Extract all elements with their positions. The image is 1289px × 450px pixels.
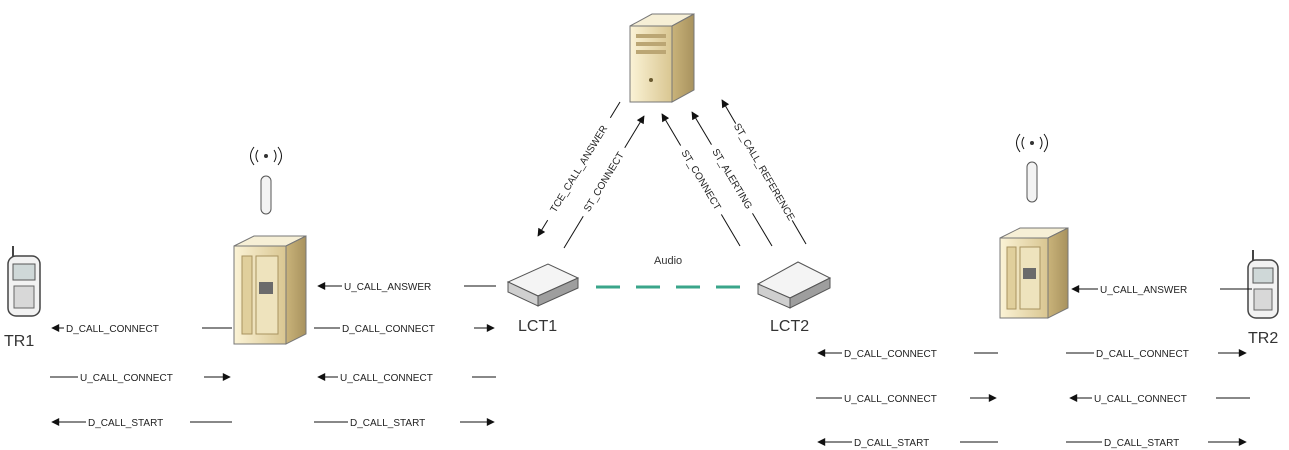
message-label: U_CALL_CONNECT [80, 373, 173, 384]
mobile-phone-icon [7, 246, 41, 317]
message-arrow: D_CALL_CONNECT [1066, 346, 1247, 360]
message-label: D_CALL_CONNECT [844, 349, 937, 360]
message-label: D_CALL_START [854, 438, 929, 449]
message-arrow: U_CALL_CONNECT [50, 370, 231, 384]
message-arrow: D_CALL_CONNECT [817, 346, 998, 360]
audio-label: Audio [654, 255, 682, 267]
message-label: U_CALL_CONNECT [844, 394, 937, 405]
message-arrow: D_CALL_CONNECT [51, 321, 232, 335]
router-icon [506, 263, 580, 307]
message-arrow: U_CALL_ANSWER [1071, 282, 1252, 296]
message-label: ST_CALL_REFERENCE [731, 122, 796, 223]
base-station-icon [999, 227, 1069, 319]
lct1-label: LCT1 [518, 318, 557, 335]
router-icon [756, 261, 832, 309]
message-arrow: D_CALL_START [817, 435, 998, 449]
antenna-icon [1016, 133, 1048, 203]
message-arrow: U_CALL_CONNECT [1069, 391, 1250, 405]
base-station-icon [233, 235, 307, 345]
message-arrow: U_CALL_CONNECT [816, 391, 997, 405]
mobile-phone-icon [1247, 250, 1279, 319]
message-label: U_CALL_CONNECT [340, 373, 433, 384]
server-icon [629, 13, 695, 103]
message-label: TCE_CALL_ANSWER [549, 124, 611, 215]
message-arrow: U_CALL_CONNECT [317, 370, 496, 384]
message-label: D_CALL_START [88, 418, 163, 429]
message-arrow: D_CALL_START [51, 415, 232, 429]
message-label: D_CALL_CONNECT [1096, 349, 1189, 360]
message-label: D_CALL_CONNECT [342, 324, 435, 335]
message-arrow: D_CALL_START [1066, 435, 1247, 449]
message-arrow: D_CALL_START [314, 415, 495, 429]
message-label: U_CALL_ANSWER [1100, 285, 1187, 296]
message-label: D_CALL_START [350, 418, 425, 429]
lct2-label: LCT2 [770, 318, 809, 335]
antenna-icon [250, 146, 282, 215]
message-arrow: D_CALL_CONNECT [314, 321, 495, 335]
tr1-label: TR1 [4, 333, 34, 350]
tr2-label: TR2 [1248, 330, 1278, 347]
message-label: U_CALL_CONNECT [1094, 394, 1187, 405]
message-label: U_CALL_ANSWER [344, 282, 431, 293]
message-label: D_CALL_START [1104, 438, 1179, 449]
message-label: D_CALL_CONNECT [66, 324, 159, 335]
message-arrow: U_CALL_ANSWER [317, 279, 496, 293]
